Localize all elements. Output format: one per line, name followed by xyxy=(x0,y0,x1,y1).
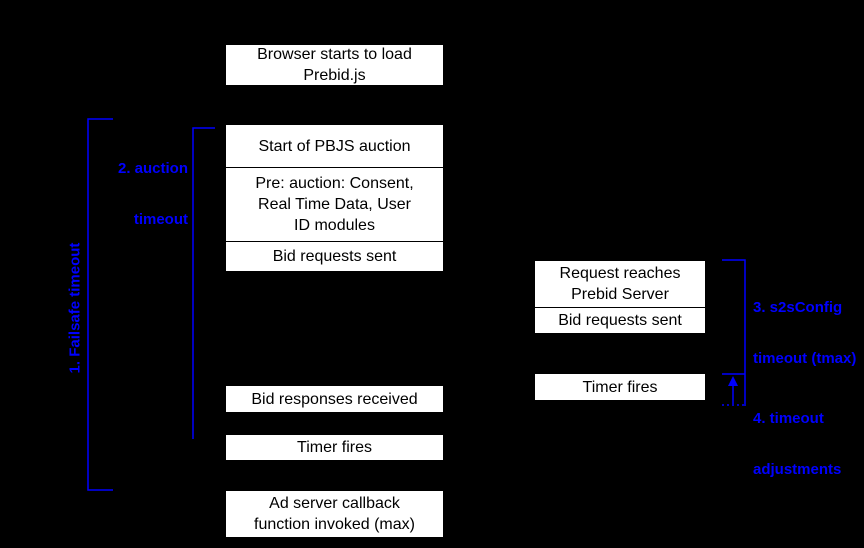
start-auction-box: Start of PBJS auction xyxy=(258,137,411,155)
timeout-adjustments-label-line1: 4. timeout xyxy=(753,410,824,427)
timeout-adjustments-label-line2: adjustments xyxy=(753,461,842,478)
auction-timeout-label-line2: timeout xyxy=(133,211,188,228)
auction-timeout-label-line1: 2. auction xyxy=(117,160,188,177)
timeout-adjustments-label: 4. timeout adjustments xyxy=(753,376,841,512)
ad-server-callback-box: Ad server callback function invoked (max… xyxy=(225,490,444,538)
request-reaches-server-box: Request reaches Prebid Server xyxy=(559,265,681,303)
auction-stack: Start of PBJS auction Pre: auction: Cons… xyxy=(225,124,444,272)
failsafe-timeout-label: 1. Failsafe timeout xyxy=(66,242,84,374)
auction-timeout-label: 2. auction timeout xyxy=(100,126,188,262)
s2s-timeout-bracket xyxy=(722,259,746,406)
s2s-timeout-label-line1: 3. s2sConfig xyxy=(753,299,843,316)
server-timer-fires-box: Timer fires xyxy=(534,373,706,401)
prebid-server-stack: Request reaches Prebid Server Bid reques… xyxy=(534,260,706,334)
pre-auction-box: Pre: auction: Consent, Real Time Data, U… xyxy=(226,167,443,241)
s2s-timeout-label: 3. s2sConfig timeout (tmax) xyxy=(753,265,856,401)
bid-responses-received-box: Bid responses received xyxy=(225,385,444,413)
auction-timeout-bracket xyxy=(192,127,215,439)
up-arrow-icon xyxy=(728,376,738,386)
server-bid-requests-sent-box: Bid requests sent xyxy=(535,307,705,333)
s2s-timeout-label-line2: timeout (tmax) xyxy=(753,350,857,367)
timer-fires-box: Timer fires xyxy=(225,434,444,461)
browser-load-box: Browser starts to load Prebid.js xyxy=(225,44,444,86)
bid-requests-sent-box: Bid requests sent xyxy=(226,241,443,271)
